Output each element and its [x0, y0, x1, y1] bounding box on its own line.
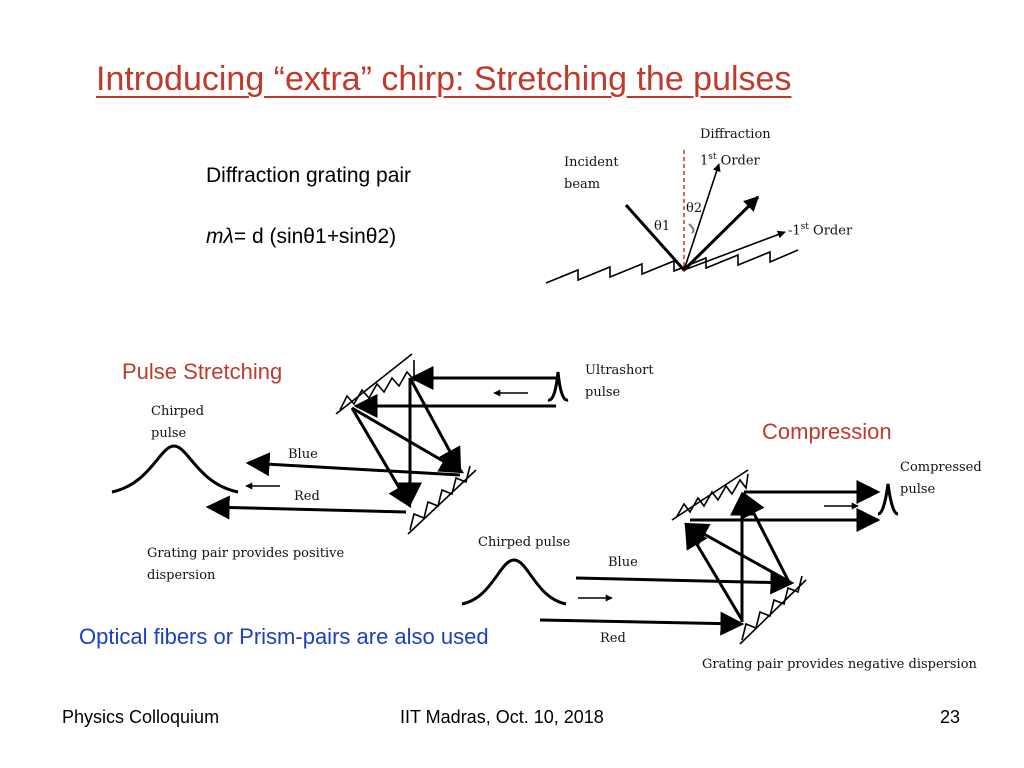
- incident-beam-label: Incident beam: [564, 152, 619, 196]
- minus-first-order-label: -1st Order: [788, 222, 853, 239]
- compressor-beam-3: [684, 523, 744, 621]
- stretcher-beam-4: [351, 406, 465, 474]
- compressor-grating-upper: [671, 469, 749, 521]
- pulse-stretching-heading: Pulse Stretching: [122, 359, 283, 384]
- page-number: 23: [940, 707, 961, 727]
- compression-heading: Compression: [762, 419, 892, 444]
- incident-beam-label-line2: beam: [564, 177, 601, 192]
- ultrashort-pulse-shape: [547, 371, 569, 402]
- grating-pair-label: Diffraction grating pair: [206, 164, 412, 187]
- incident-beam-arrow: [624, 204, 686, 271]
- positive-dispersion-note: Grating pair provides positive dispersio…: [147, 546, 345, 583]
- stretched-chirped-pulse-label: Chirped pulse: [151, 404, 205, 441]
- ultrashort-pulse-label: Ultrashort pulse: [585, 363, 654, 400]
- compressor-beam-4: [742, 491, 792, 585]
- compressor-grating-lower: [739, 575, 807, 645]
- stretcher-grating-upper: [335, 353, 415, 415]
- compressor-input-blue: [575, 570, 795, 595]
- compressor-input-red: [539, 611, 745, 636]
- top-grating-diagram: [545, 150, 799, 284]
- compressed-pulse-shape: [877, 483, 899, 516]
- negative-dispersion-note: Grating pair provides negative dispersio…: [702, 657, 977, 672]
- diffraction-label-line2: 1st Order: [700, 152, 760, 169]
- theta1-label: θ1: [654, 219, 671, 234]
- incident-beam-label-line1: Incident: [564, 155, 619, 170]
- stretcher-diagram: [111, 353, 569, 535]
- equation-rhs: sinθ2): [338, 225, 397, 248]
- compressed-pulse-label: Compressed pulse: [900, 460, 982, 497]
- stretcher-blue-output: [245, 452, 461, 477]
- compressor-diagram: [461, 469, 899, 645]
- page-title: Introducing “extra” chirp: Stretching th…: [96, 60, 792, 98]
- equation-lhs: mλ: [206, 225, 234, 248]
- stretcher-red-output: [205, 495, 407, 520]
- minus-first-order-arrow: [683, 230, 786, 271]
- reflected-beam-arrow: [682, 195, 760, 272]
- stretched-chirped-pulse-shape: [111, 444, 239, 494]
- equation-plus: +: [326, 225, 339, 248]
- compressor-blue-label: Blue: [608, 555, 638, 570]
- diffraction-first-order-label: Diffraction 1st Order: [700, 124, 771, 172]
- compressor-chirped-pulse-shape: [461, 558, 567, 606]
- footer-center: IIT Madras, Oct. 10, 2018: [400, 707, 604, 727]
- theta2-label: θ2: [686, 201, 703, 216]
- compressor-red-label: Red: [600, 631, 626, 646]
- fibers-prism-note: Optical fibers or Prism-pairs are also u…: [79, 624, 489, 649]
- stretcher-grating-lower: [407, 465, 477, 535]
- compressor-chirped-pulse-label: Chirped pulse: [478, 535, 571, 550]
- stretcher-beam-3: [350, 407, 412, 509]
- stretcher-red-label: Red: [294, 489, 320, 504]
- grating-equation: mλ= d (sinθ1+sinθ2): [206, 225, 396, 249]
- equation-mid: = d (sinθ1: [233, 225, 327, 248]
- diffraction-label-line1: Diffraction: [700, 127, 771, 142]
- first-order-arrow: [683, 163, 721, 271]
- stretcher-blue-label: Blue: [288, 447, 318, 462]
- footer-left: Physics Colloquium: [62, 707, 220, 727]
- top-grating-teeth: [545, 249, 799, 284]
- theta2-arc: [688, 223, 695, 234]
